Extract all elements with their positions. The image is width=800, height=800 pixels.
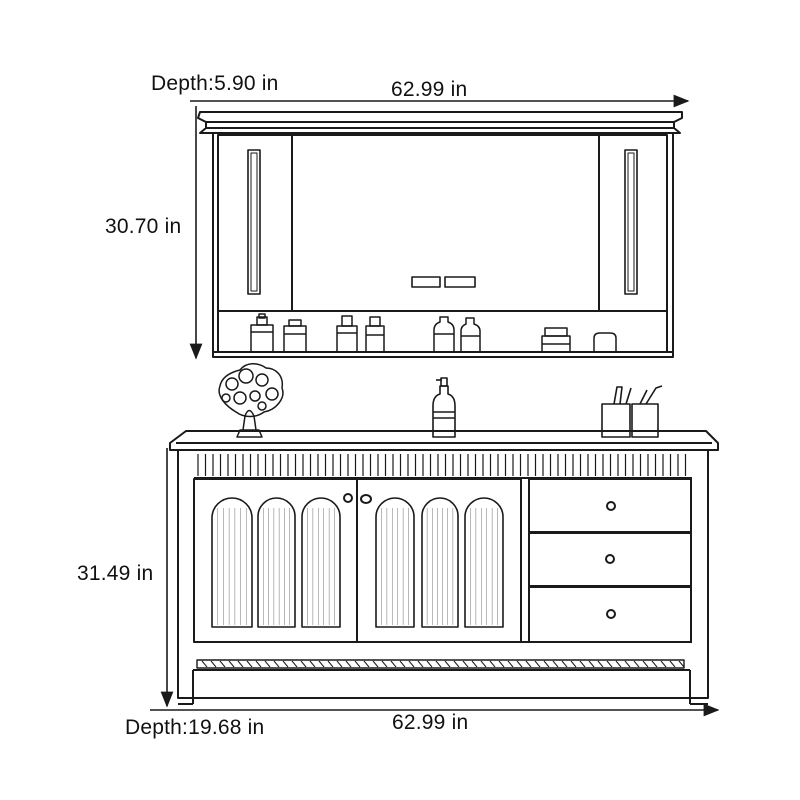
- mirror-touch-switch: [411, 276, 441, 288]
- vanity-cabinet: [169, 430, 719, 705]
- vanity-countertop: [169, 430, 719, 451]
- left-door-knob: [343, 493, 353, 503]
- mirror-width-label: 62.99 in: [391, 78, 468, 101]
- bottom-shelf: [196, 659, 685, 669]
- vanity-width-label: 62.99 in: [392, 711, 469, 734]
- drawer-1: [528, 478, 692, 533]
- drawer-3-knob: [606, 609, 616, 619]
- mirror-height-label: 30.70 in: [105, 215, 182, 238]
- drawer-1-knob: [606, 501, 616, 511]
- right-door-knob: [360, 494, 372, 504]
- vanity-height-label: 31.49 in: [77, 562, 154, 585]
- soap-dispenser: [432, 377, 456, 438]
- drawer-2-knob: [605, 554, 615, 564]
- drawer-2: [528, 532, 692, 587]
- flower-vase: [218, 363, 284, 438]
- arched-glass-panels: [211, 497, 504, 628]
- mirror-cabinet: [197, 111, 683, 358]
- vanity-depth-label: Depth:19.68 in: [125, 716, 265, 739]
- mirror-right-door: [598, 134, 668, 312]
- toothbrush-holder: [601, 385, 663, 438]
- vanity-body: [177, 449, 709, 699]
- right-door-handle: [624, 149, 638, 295]
- mirror-depth-label: Depth:5.90 in: [151, 72, 279, 95]
- mirror-crown: [197, 111, 683, 134]
- mirror-left-door: [217, 134, 293, 312]
- fluted-rail: [197, 454, 687, 476]
- shelf-bottles: [250, 313, 617, 353]
- dimension-lines: [150, 94, 720, 717]
- left-door-handle: [247, 149, 261, 295]
- mirror-frame: [212, 132, 674, 358]
- drawer-3: [528, 586, 692, 643]
